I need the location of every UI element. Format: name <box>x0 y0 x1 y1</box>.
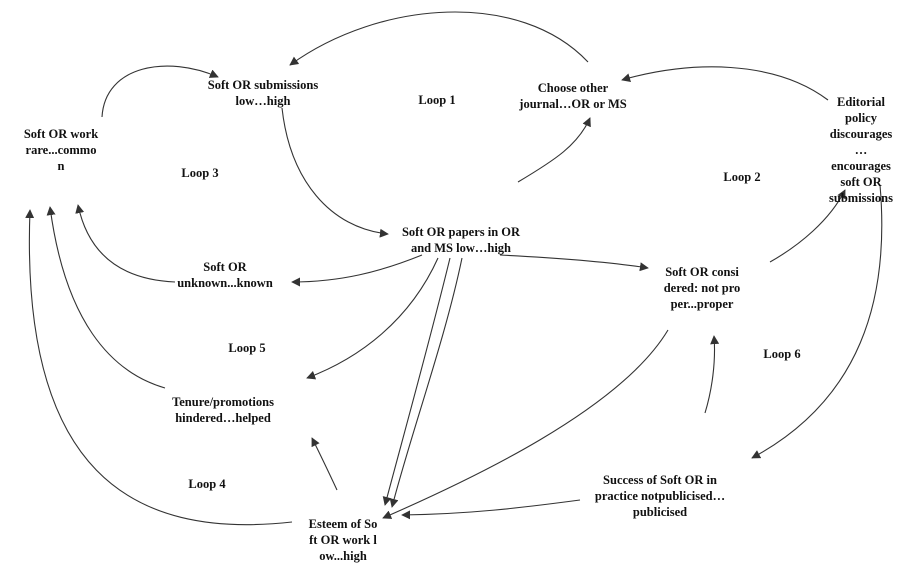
arrow-papers-to-choose-journal <box>517 117 591 183</box>
arrow-esteem-to-tenure <box>311 437 338 491</box>
arrow-papers-to-esteem-left <box>382 257 451 506</box>
node-success-of-soft-or: Success of Soft OR in practice notpublic… <box>594 473 726 519</box>
node-soft-or-papers: Soft OR papers in OR and MS low…high <box>401 225 521 255</box>
loop-label-5: Loop 5 <box>228 341 266 355</box>
arrow-submissions-to-papers <box>281 107 389 238</box>
arrow-tenure-to-work <box>46 206 166 389</box>
node-soft-or-unknown: Soft OR unknown...known <box>177 260 273 290</box>
node-choose-other-journal: Choose other journal…OR or MS <box>519 81 627 111</box>
arrow-choose-journal-to-submissions <box>289 11 589 66</box>
node-soft-or-work: Soft OR work rare...commo n <box>23 127 99 173</box>
arrow-papers-to-considered <box>499 254 649 272</box>
arrow-unknown-to-work <box>75 204 176 283</box>
node-esteem-of-soft-or: Esteem of So ft OR work l ow...high <box>308 517 378 563</box>
loop-label-4: Loop 4 <box>188 477 226 491</box>
node-soft-or-submissions: Soft OR submissions low…high <box>207 78 319 108</box>
loop-label-1: Loop 1 <box>418 93 456 107</box>
arrow-editorial-to-success <box>751 184 883 459</box>
loop-label-3: Loop 3 <box>181 166 219 180</box>
arrow-considered-to-esteem <box>382 329 669 519</box>
arrow-considered-to-editorial <box>769 189 846 263</box>
node-soft-or-considered: Soft OR consi dered: not pro per...prope… <box>663 265 741 311</box>
arrow-papers-to-tenure <box>306 257 439 380</box>
arrow-esteem-to-work <box>25 209 293 526</box>
arrow-work-to-submissions <box>101 65 219 118</box>
node-tenure-promotions: Tenure/promotions hindered…helped <box>172 395 274 425</box>
node-editorial-policy: Editorial policy discourages …encourages… <box>829 95 893 205</box>
arrow-papers-to-unknown <box>291 254 423 287</box>
arrow-papers-to-esteem-right <box>389 257 463 508</box>
arrow-success-to-esteem <box>401 499 581 520</box>
arrow-success-to-considered <box>704 335 720 414</box>
arrow-editorial-to-choose-journal <box>621 66 829 101</box>
loop-label-6: Loop 6 <box>763 347 801 361</box>
loop-label-2: Loop 2 <box>723 170 761 184</box>
